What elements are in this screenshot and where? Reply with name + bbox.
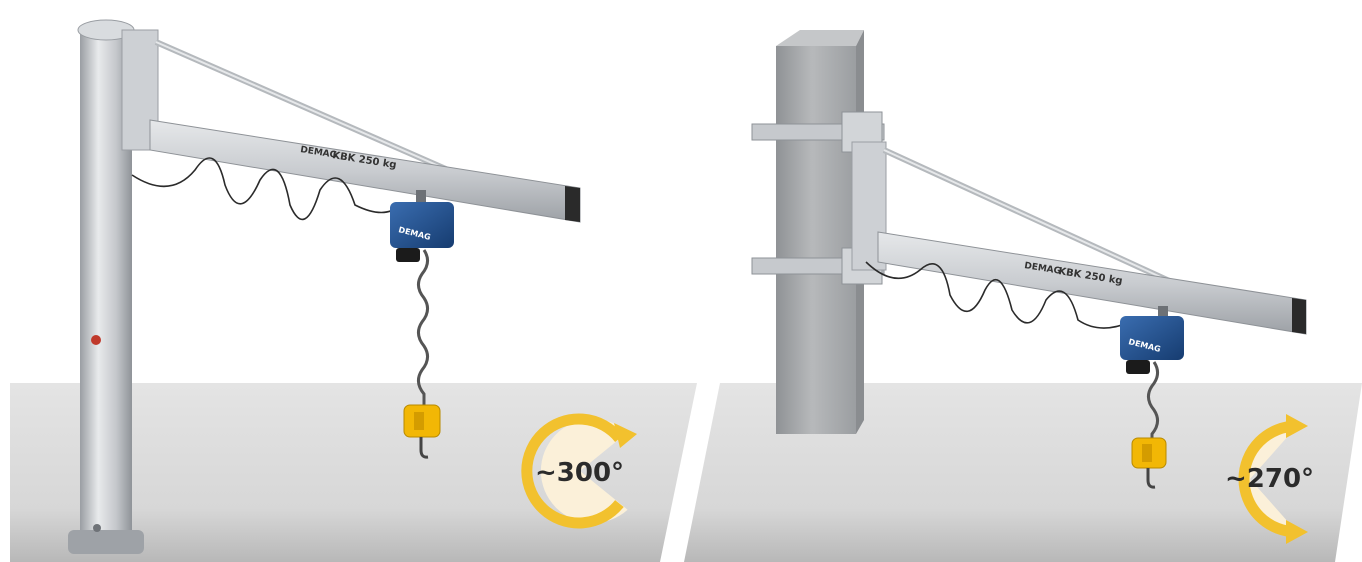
chain-hoist-body [390,202,454,248]
column-mounted-jib-crane-scene: DEMAG KBK 250 kg DEMAG ~270° [680,0,1362,562]
hook-icon [419,437,429,459]
hook-icon [1146,468,1156,489]
pillar-bolt-hole [93,524,101,532]
hoist-chain [1147,361,1159,440]
hoist-chain [417,249,429,405]
rotation-arrow-icon [521,413,637,529]
rotation-angle-label: ~270° [1225,464,1315,494]
rotation-angle-label: ~300° [535,458,625,488]
floor [10,383,697,562]
freestanding-crane-illustration: DEMAG KBK 250 kg DEMAG [10,19,697,562]
chain-hoist-body [1120,316,1184,360]
emergency-stop-icon [91,335,101,345]
concrete-column [776,46,856,434]
freestanding-jib-crane-scene: DEMAG KBK 250 kg DEMAG ~300° [10,19,697,562]
pillar-base-plate [68,530,144,554]
column-crane-illustration: DEMAG KBK 250 kg DEMAG [684,30,1362,562]
festoon-cable [131,157,401,221]
festoon-cable [865,261,1131,329]
rotation-arrow-icon [1238,414,1308,544]
